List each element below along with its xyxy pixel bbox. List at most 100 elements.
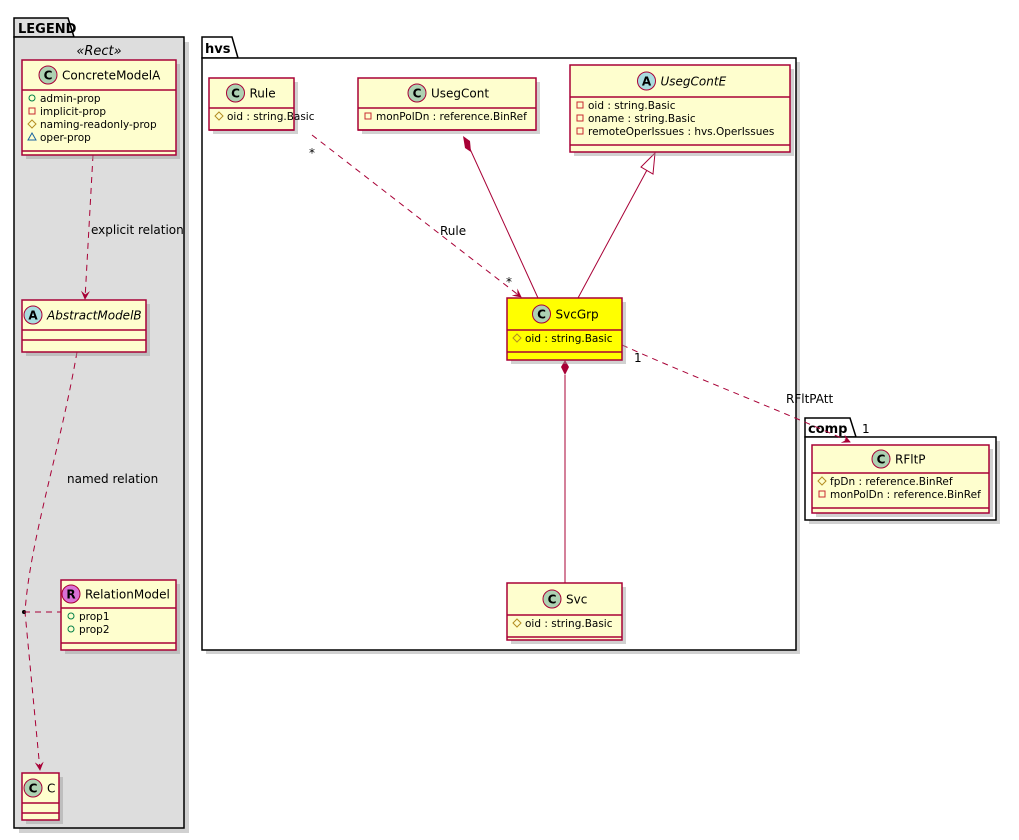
rfltp-src-mult: 1 [634, 351, 642, 365]
stereotype-a-icon: A [637, 71, 656, 91]
svg-text:C: C [44, 69, 53, 83]
stereotype-c-icon: C [23, 778, 43, 798]
svg-text:oname : string.Basic: oname : string.Basic [588, 113, 696, 125]
class-attribute: oid : string.Basic [576, 100, 676, 112]
class-name: RFltP [895, 453, 926, 467]
svg-text:monPolDn : reference.BinRef: monPolDn : reference.BinRef [376, 111, 527, 123]
svg-text:naming-readonly-prop: naming-readonly-prop [40, 119, 157, 131]
svg-text:implicit-prop: implicit-prop [40, 106, 106, 118]
svg-text:R: R [66, 588, 75, 602]
svg-text:C: C [877, 453, 886, 467]
class-attribute: admin-prop [28, 93, 101, 105]
public-icon [67, 612, 75, 620]
legend-stereotype: «Rect» [76, 44, 121, 59]
rule-src-mult: * [309, 146, 315, 160]
edges: explicit relation named relation * * Rul… [22, 134, 870, 771]
class-attribute: oname : string.Basic [576, 113, 696, 125]
svg-text:oid : string.Basic: oid : string.Basic [525, 618, 613, 630]
comp-title: comp [808, 422, 848, 437]
protected-icon [512, 618, 522, 628]
class-name: Rule [250, 87, 276, 101]
rule-class[interactable]: C Rule oid : string.Basic [208, 77, 315, 134]
class-attribute: monPolDn : reference.BinRef [818, 489, 981, 501]
class-name: UsegContE [661, 75, 727, 89]
class-attribute: monPolDn : reference.BinRef [364, 111, 527, 123]
svg-text:A: A [28, 309, 38, 323]
class-attribute: prop2 [67, 624, 110, 636]
inheritance-triangle-icon [640, 151, 656, 175]
rule-dst-mult: * [506, 275, 512, 289]
usegconte-inheritance-edge [577, 169, 648, 299]
private-icon [576, 101, 584, 109]
svg-text:C: C [29, 782, 38, 796]
svg-text:C: C [231, 87, 240, 101]
svg-text:admin-prop: admin-prop [40, 93, 101, 105]
rfltp-edge-label: RFltPAtt [786, 392, 833, 406]
svg-text:A: A [642, 75, 652, 89]
class-name: ConcreteModelA [62, 69, 161, 83]
public-icon [67, 625, 75, 633]
stereotype-c-icon: C [532, 304, 551, 324]
svg-text:C: C [548, 593, 557, 607]
svg-text:monPolDn : reference.BinRef: monPolDn : reference.BinRef [830, 489, 981, 501]
svg-text:fpDn : reference.BinRef: fpDn : reference.BinRef [830, 476, 953, 488]
rule-edge-label: Rule [440, 224, 466, 238]
class-attribute: implicit-prop [28, 106, 106, 118]
class-name: AbstractModelB [46, 309, 142, 323]
svg-text:C: C [413, 87, 422, 101]
class-name: SvcGrp [556, 308, 599, 322]
protected-icon [214, 111, 224, 121]
named-relation-edge [24, 351, 78, 771]
svg-text:C: C [537, 308, 546, 322]
stereotype-c-icon: C [871, 449, 891, 469]
class-attribute: oid : string.Basic [214, 111, 315, 123]
class-name: RelationModel [85, 588, 170, 602]
hvs-package: hvs [201, 36, 800, 654]
svg-text:oid : string.Basic: oid : string.Basic [227, 111, 315, 123]
named-relation-label: named relation [67, 472, 158, 486]
class-attribute: naming-readonly-prop [27, 119, 157, 131]
class-attribute: oid : string.Basic [512, 618, 613, 630]
class-name: Svc [566, 593, 587, 607]
svc-class[interactable]: C Svc oid : string.Basic [506, 582, 626, 644]
class-attribute: fpDn : reference.BinRef [817, 476, 953, 488]
svg-text:prop2: prop2 [79, 624, 110, 636]
private-icon [818, 490, 826, 498]
usegcont-composition-edge [464, 137, 539, 299]
svg-text:oid : string.Basic: oid : string.Basic [525, 333, 613, 345]
concrete-model-a[interactable]: C ConcreteModelA admin-propimplicit-propna… [21, 59, 180, 159]
class-attribute: oid : string.Basic [512, 333, 613, 345]
legend-package: LEGEND «Rect» [13, 17, 189, 833]
stereotype-a-icon: A [23, 305, 43, 325]
stereotype-c-icon: C [226, 83, 245, 103]
composition-diamond-icon [463, 136, 471, 152]
legend-title: LEGEND [18, 22, 77, 37]
protected-icon [817, 476, 827, 486]
class-attribute: remoteOperIssues : hvs.OperIssues [576, 126, 774, 138]
stereotype-c-icon: C [38, 65, 58, 85]
svg-text:remoteOperIssues : hvs.OperIss: remoteOperIssues : hvs.OperIssues [588, 126, 774, 138]
abstract-model-b[interactable]: A AbstractModelB [21, 299, 150, 356]
usegcont-class[interactable]: C UsegCont monPolDn : reference.BinRef [357, 77, 540, 134]
svcgrp-class[interactable]: C SvcGrp oid : string.Basic [506, 297, 626, 364]
class-name: UsegCont [431, 87, 489, 101]
class-attribute: oper-prop [27, 131, 91, 144]
private-icon [364, 112, 372, 120]
class-name: C [47, 782, 55, 796]
protected-icon [512, 333, 522, 343]
protected-icon [27, 119, 37, 129]
private-icon [28, 107, 36, 115]
svg-text:oper-prop: oper-prop [40, 132, 91, 144]
explicit-relation-label: explicit relation [91, 223, 184, 237]
svg-text:prop1: prop1 [79, 611, 110, 623]
private-icon [576, 114, 584, 122]
stereotype-c-icon: C [407, 83, 427, 103]
class-attribute: prop1 [67, 611, 110, 623]
private-icon [576, 127, 584, 135]
